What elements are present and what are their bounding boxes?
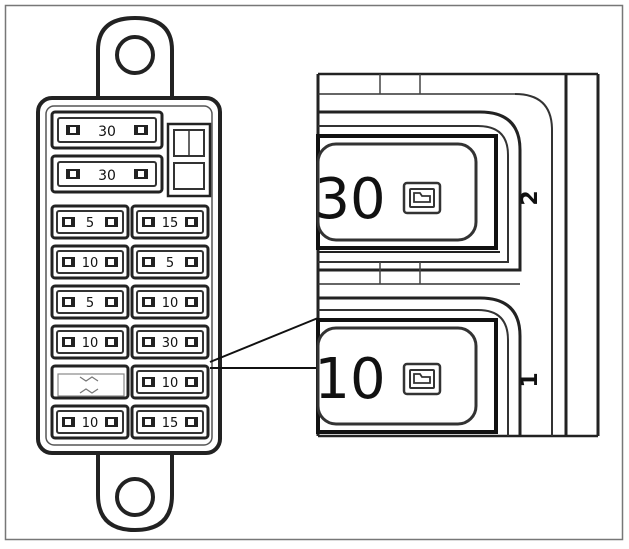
callout-leader (209, 317, 319, 369)
fuse-r1-c2[interactable]: 15 (130, 204, 210, 240)
detail-fuse-lower[interactable]: 10 (314, 296, 522, 436)
detail-fuse-upper[interactable]: 30 (314, 110, 522, 272)
relay-socket (166, 122, 212, 198)
top-fuse-2[interactable]: 30 (50, 154, 164, 194)
fuse-r1-c1[interactable]: 5 (50, 204, 130, 240)
position-label-2: 2 (518, 190, 543, 205)
detail-upper-amp: 30 (314, 167, 385, 232)
fuse-r1-c1-label: 5 (86, 216, 94, 231)
fuse-r2-c1-label: 10 (82, 256, 99, 271)
fuse-r4-c2-label: 30 (162, 336, 179, 351)
fuse-r3-c2-label: 10 (162, 296, 179, 311)
mounting-hole-bottom (115, 477, 155, 517)
fuse-box: 30 30 5 15 10 5 5 10 10 30 10 10 15 (36, 15, 222, 533)
mounting-hole-top (115, 35, 155, 75)
fuse-r4-c1[interactable]: 10 (50, 324, 130, 360)
fuse-r3-c1-label: 5 (86, 296, 94, 311)
detail-lower-fuse-icon (402, 362, 442, 396)
fuse-r3-c2[interactable]: 10 (130, 284, 210, 320)
fuse-r3-c1[interactable]: 5 (50, 284, 130, 320)
magnified-detail: 30 10 2 1 (314, 72, 600, 438)
detail-lower-amp: 10 (314, 347, 385, 412)
fuse-r2-c2-label: 5 (166, 256, 174, 271)
fuse-r2-c2[interactable]: 5 (130, 244, 210, 280)
top-fuse-1[interactable]: 30 (50, 110, 164, 150)
empty-fuse-slot[interactable] (57, 373, 125, 397)
fuse-r6-c1-label: 10 (82, 416, 99, 431)
fuse-r5-c2[interactable]: 10 (130, 364, 210, 400)
fuse-r4-c2[interactable]: 30 (130, 324, 210, 360)
fuse-r1-c2-label: 15 (162, 216, 179, 231)
top-fuse-1-label: 30 (98, 124, 116, 140)
fuse-r4-c1-label: 10 (82, 336, 99, 351)
fuse-r6-c1[interactable]: 10 (50, 404, 130, 440)
position-label-1: 1 (518, 372, 543, 387)
fuse-r6-c2[interactable]: 15 (130, 404, 210, 440)
fuse-r6-c2-label: 15 (162, 416, 179, 431)
top-fuse-2-label: 30 (98, 168, 116, 184)
fuse-r2-c1[interactable]: 10 (50, 244, 130, 280)
fuse-r5-c2-label: 10 (162, 376, 179, 391)
detail-upper-fuse-icon (402, 181, 442, 215)
